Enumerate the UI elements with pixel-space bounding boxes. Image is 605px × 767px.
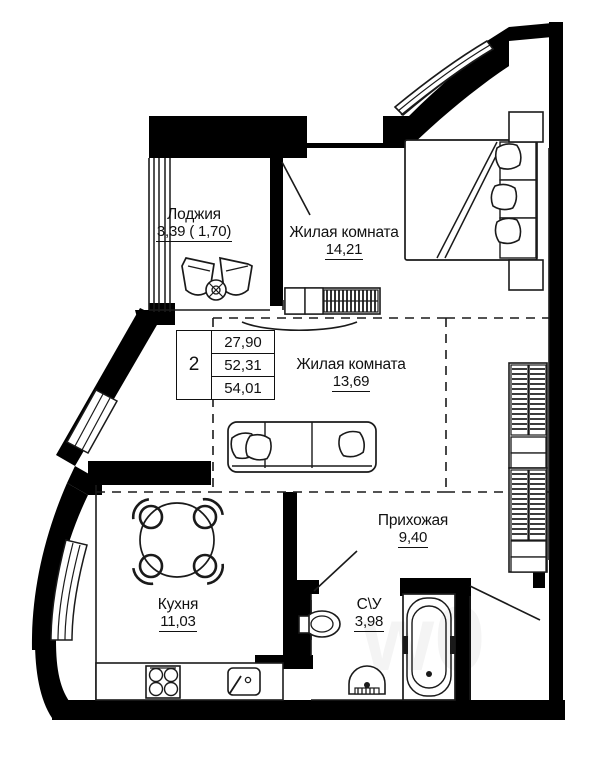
armchair-right [219,256,253,296]
leader-lines [281,161,541,621]
washbasin [348,665,386,695]
room-area-kitchen: 11,03 [159,613,197,633]
dining-table [139,502,215,578]
stove [145,665,181,699]
room-label-hallway: Прихожая 9,40 [361,512,465,549]
kitchen-counter [95,662,284,701]
room-label-kitchen: Кухня 11,03 [128,596,228,633]
area-cell-total-with-loggia: 54,01 [211,376,275,400]
sink-kitchen [227,667,261,696]
window-left-lower [50,539,88,641]
room-label-bathroom: С\У 3,98 [335,596,403,633]
room-area-bathroom: 3,98 [353,613,385,633]
area-cell-living: 27,90 [211,330,275,354]
tv-console [284,287,381,315]
loggia-side-table [205,279,227,301]
rooms-count-cell: 2 [176,330,212,400]
nightstand-left [508,111,544,143]
room-name-loggia: Лоджия [167,206,221,223]
room-area-living-room-2: 13,69 [331,373,371,393]
toilet [298,610,341,638]
bed [404,111,544,291]
room-name-living-room-1: Жилая комната [289,224,399,241]
loggia-armchairs [181,256,253,301]
room-label-living-room-1: Жилая комната 14,21 [274,224,414,261]
wardrobe-lower [508,467,548,573]
sofa [227,421,377,473]
area-cell-total: 52,31 [211,353,275,377]
room-area-hallway: 9,40 [397,529,429,549]
area-summary-table: 2 27,90 52,31 54,01 [176,330,275,400]
room-area-loggia: 3,39 ( 1,70) [155,223,233,243]
window-living-room-1 [393,39,495,117]
room-name-living-room-2: Жилая комната [296,356,406,373]
windows [50,39,495,641]
window-left-upper [65,388,119,455]
room-area-living-room-1: 14,21 [324,241,364,261]
room-name-hallway: Прихожая [377,512,449,529]
room-label-loggia: Лоджия 3,39 ( 1,70) [134,206,254,243]
table-row: 54,01 [177,376,275,400]
bathtub [402,593,456,701]
dining-set [127,493,229,590]
window-loggia [153,158,171,312]
wardrobe-upper [508,362,548,469]
table-row: 2 27,90 [176,330,275,400]
nightstand-right [508,259,544,291]
room-name-kitchen: Кухня [157,596,199,613]
room-label-living-room-2: Жилая комната 13,69 [281,356,421,393]
room-name-bathroom: С\У [356,596,382,613]
bathroom-fixtures [298,593,456,701]
